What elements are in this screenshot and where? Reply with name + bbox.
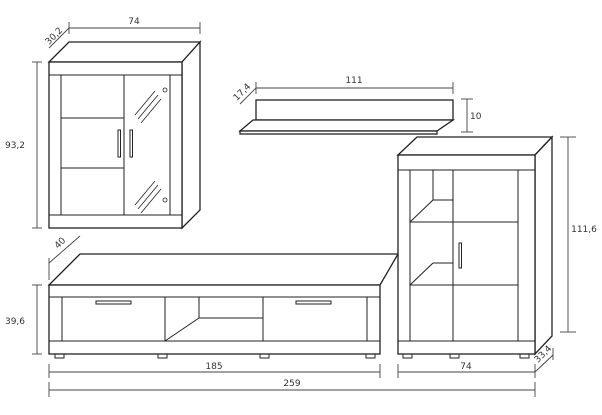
tall-cabinet-height-label: 111,6 (571, 225, 597, 235)
tv-unit-height-label: 39,6 (5, 317, 25, 327)
tv-unit (47, 253, 400, 359)
wall-cabinet-height-label: 93,2 (5, 141, 25, 151)
tall-cabinet (396, 135, 554, 359)
wall-cabinet (47, 40, 202, 230)
tall-cabinet-width-label: 74 (460, 362, 472, 372)
tv-unit-depth-label: 40 (53, 236, 68, 251)
wall-cabinet-depth-label: 30,2 (44, 26, 65, 47)
shelf-height-label: 10 (470, 112, 482, 122)
shelf-width-label: 111 (345, 76, 362, 86)
tv-unit-width-label: 185 (205, 362, 222, 372)
wall-cabinet-width-label: 74 (128, 17, 140, 27)
shelf-depth-label: 17,4 (232, 82, 253, 103)
wall-shelf (238, 99, 456, 135)
total-width-label: 259 (283, 379, 300, 389)
